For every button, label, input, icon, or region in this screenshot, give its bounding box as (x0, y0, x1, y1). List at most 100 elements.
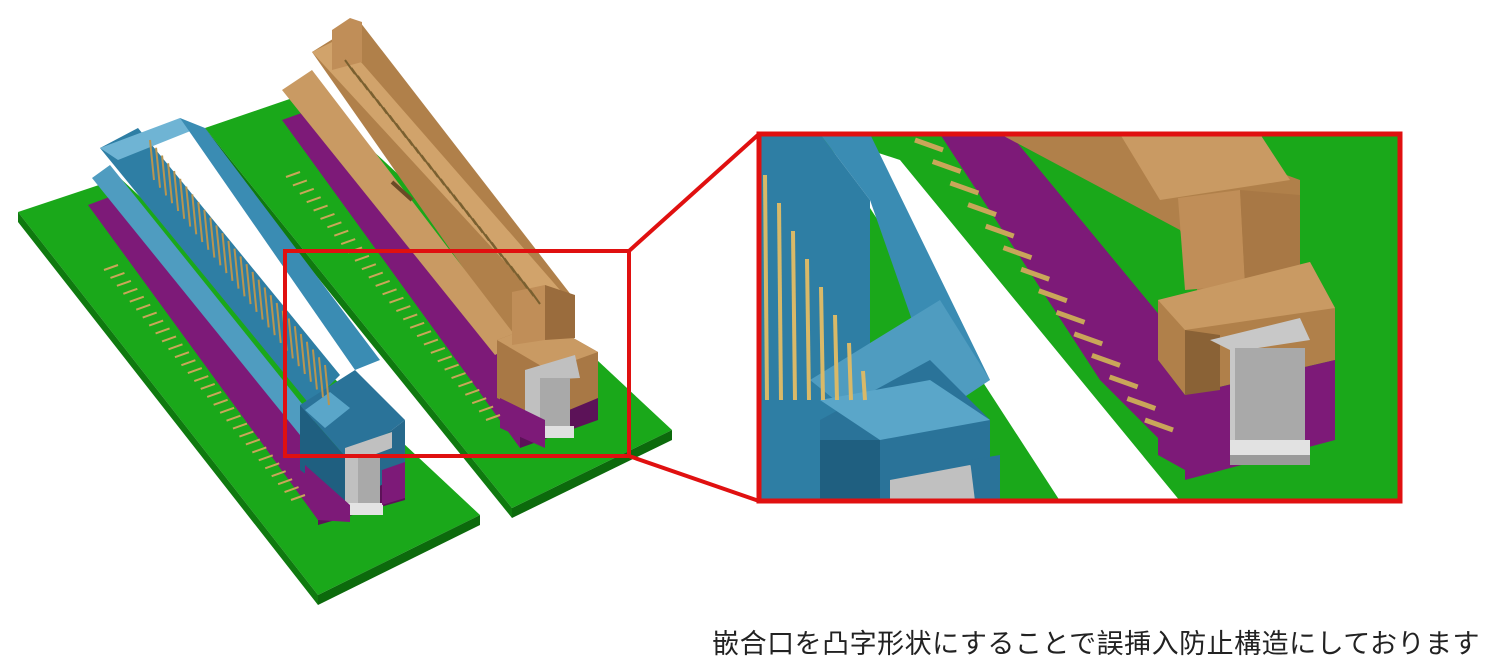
contact-lead (187, 367, 203, 375)
contact-pin (251, 271, 258, 312)
contact-lead (271, 470, 286, 478)
contact-lead (354, 254, 370, 262)
contact-lead (251, 446, 267, 454)
contact-lead (193, 375, 209, 382)
zoom-line-bottom (628, 454, 760, 503)
receptacle-contact-rows (149, 139, 330, 406)
contact-lead (368, 271, 384, 279)
contact-lead (451, 372, 466, 380)
contact-pin (209, 217, 216, 258)
contact-lead (277, 478, 293, 486)
zoomed-inset-frame (756, 131, 1403, 504)
contact-lead (333, 229, 349, 237)
contact-lead (161, 335, 177, 343)
contact-pin (833, 314, 839, 401)
contact-lead (340, 238, 356, 245)
contact-lead (1002, 245, 1033, 261)
contact-lead (110, 271, 125, 279)
contact-pin (819, 286, 825, 401)
contact-lead (402, 313, 418, 321)
contact-lead (103, 264, 119, 271)
contact-lead (914, 137, 944, 153)
caption-text: 嵌合口を凸字形状にすることで誤挿入防止構造にしております (712, 629, 1480, 660)
contact-lead (375, 279, 390, 287)
contact-pin (269, 295, 276, 336)
contact-pin (257, 279, 264, 320)
contact-lead (292, 179, 308, 187)
contact-lead (931, 159, 962, 174)
contact-lead (306, 196, 322, 204)
contact-lead (1055, 309, 1086, 325)
contact-pin (299, 333, 306, 375)
contact-pin (763, 174, 769, 401)
contact-pin (861, 370, 867, 401)
contact-lead (226, 414, 241, 422)
contact-lead (396, 305, 411, 313)
contact-lead (1038, 288, 1068, 304)
contact-lead (284, 486, 299, 494)
contact-lead (313, 204, 328, 212)
contact-pin (221, 233, 228, 274)
contact-lead (174, 351, 190, 359)
contact-lead (213, 398, 228, 406)
contact-lead (129, 295, 145, 303)
contact-lead (1144, 417, 1174, 433)
contact-lead (299, 187, 315, 195)
contact-lead (478, 405, 494, 413)
contact-pin (173, 170, 180, 212)
contact-lead (200, 383, 216, 390)
contact-pin (263, 287, 270, 328)
contact-lead (239, 430, 254, 438)
contact-lead (258, 454, 274, 462)
contact-pin (305, 341, 312, 382)
contact-lead (155, 327, 170, 335)
contact-lead (168, 343, 183, 351)
contact-lead (123, 287, 138, 295)
contact-pin (149, 139, 155, 181)
contact-lead (1126, 396, 1157, 411)
contact-pin (233, 248, 240, 289)
contact-pin (777, 202, 783, 401)
header-contact-leads (285, 171, 501, 421)
contact-pin (293, 326, 300, 367)
contact-lead (245, 438, 261, 446)
contact-lead (485, 414, 501, 421)
contact-lead (464, 388, 480, 396)
contact-pin (529, 289, 541, 305)
receptacle-contact-leads (103, 264, 306, 501)
inset-contact-leads (914, 137, 1174, 433)
highlight-region-box (283, 249, 631, 458)
contact-pin (311, 349, 318, 390)
contact-pin (215, 225, 222, 266)
contact-lead (967, 202, 997, 217)
inset-contact-pins (763, 174, 867, 401)
contact-pin (197, 201, 204, 243)
contact-lead (949, 180, 980, 196)
contact-lead (430, 347, 446, 354)
contact-pin (275, 302, 282, 344)
contact-lead (219, 406, 235, 414)
contact-pin (191, 194, 198, 235)
contact-pin (227, 240, 234, 281)
zoom-line-top (627, 132, 761, 253)
contact-pin (155, 147, 162, 188)
contact-lead (142, 311, 158, 319)
contact-lead (232, 422, 248, 430)
contact-pin (245, 264, 252, 305)
header-contact-rows (344, 59, 541, 305)
contact-pin (239, 256, 246, 297)
contact-lead (116, 279, 132, 287)
contact-lead (1108, 374, 1139, 390)
contact-lead (1091, 353, 1121, 368)
contact-lead (437, 355, 453, 363)
contact-pin (317, 357, 324, 398)
contact-lead (285, 171, 301, 178)
contact-lead (984, 223, 1015, 239)
contact-lead (1020, 266, 1050, 282)
contact-pin (203, 209, 210, 250)
contact-pin (179, 178, 186, 219)
contact-pin (167, 163, 174, 204)
contact-lead (1073, 331, 1104, 347)
contact-lead (264, 462, 280, 470)
